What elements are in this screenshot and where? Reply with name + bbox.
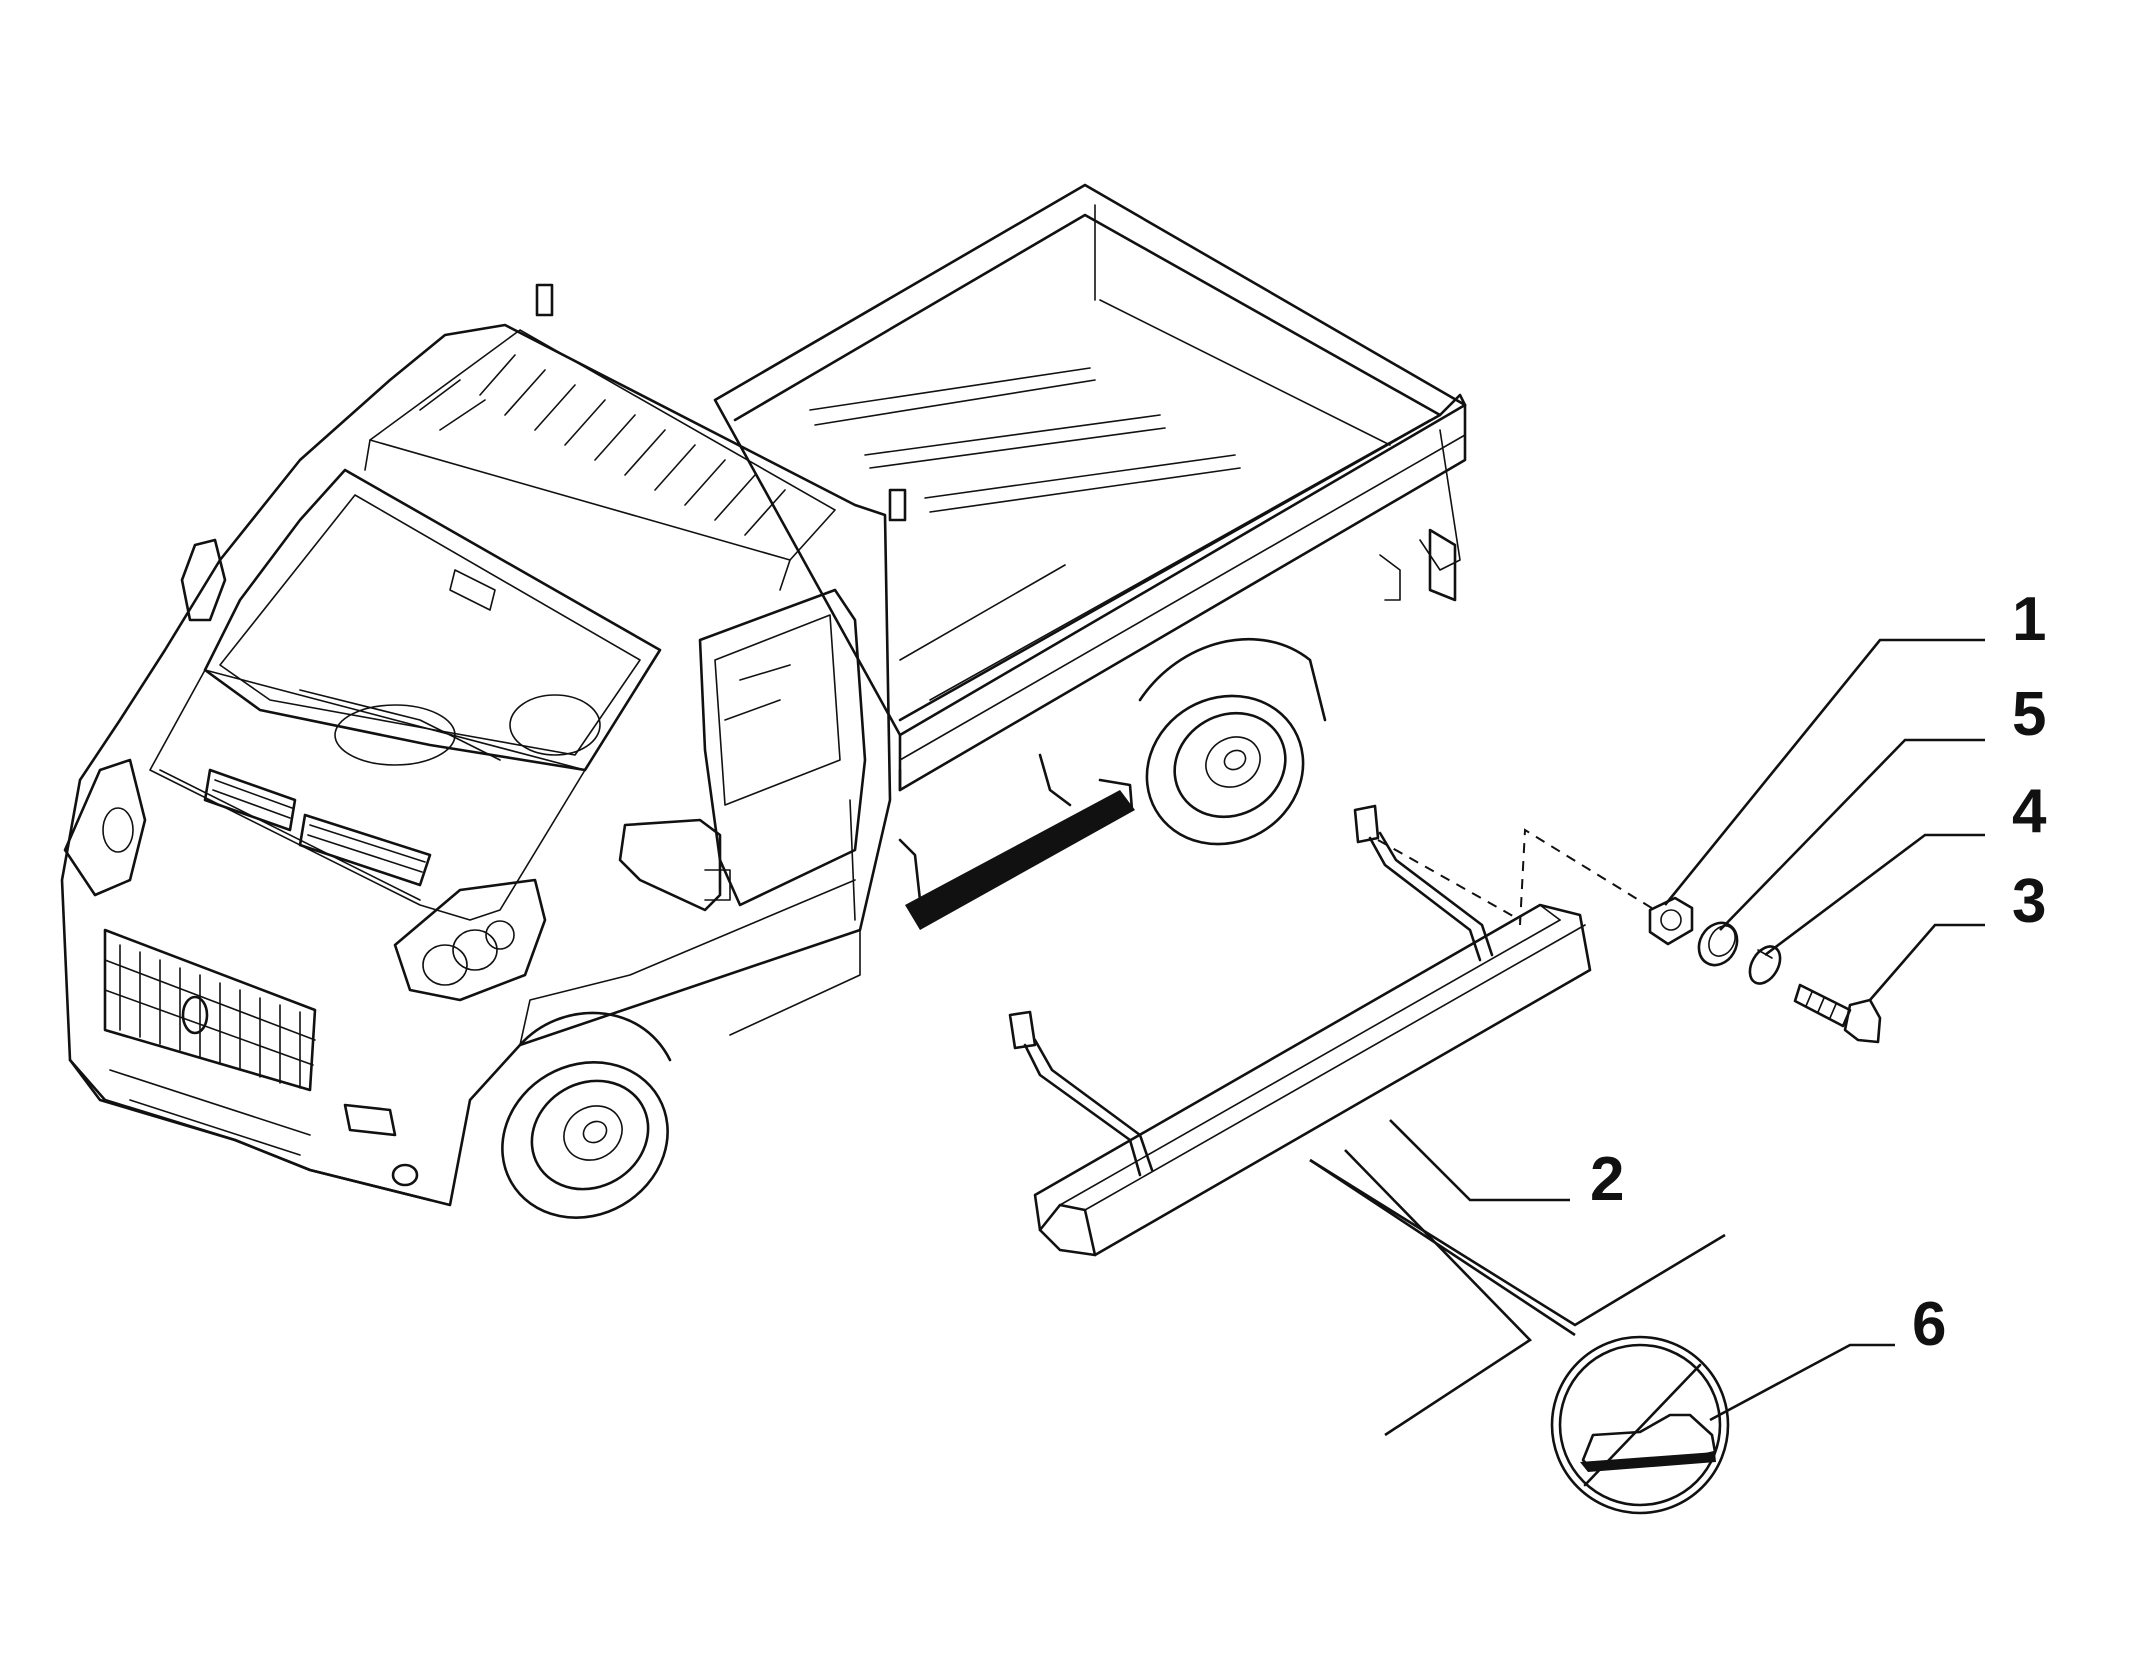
callout-6: 6 [1912,1290,1946,1359]
callout-1: 1 [2012,585,2046,654]
callout-4: 4 [2012,777,2047,846]
front-wheel [501,1011,672,1219]
rear-wheel [1138,637,1327,846]
cab-body [60,323,892,1207]
callout-5: 5 [2012,680,2046,749]
cargo-bed [535,183,1467,792]
truck-illustration [60,183,1467,1219]
nut-part-1 [1648,896,1694,946]
callout-3: 3 [2012,867,2046,936]
bolt-part-3 [1793,983,1882,1044]
callout-2: 2 [1590,1145,1624,1214]
no-foot-step-icon [1550,1335,1730,1515]
installed-side-step [898,753,1135,930]
washer-part-5 [1697,921,1739,967]
spring-washer-part-4 [1748,945,1782,985]
callout-labels: 1 5 4 3 2 6 [1590,585,2047,1359]
side-step-part [1008,804,1656,1257]
leader-lines [1309,638,1985,1437]
